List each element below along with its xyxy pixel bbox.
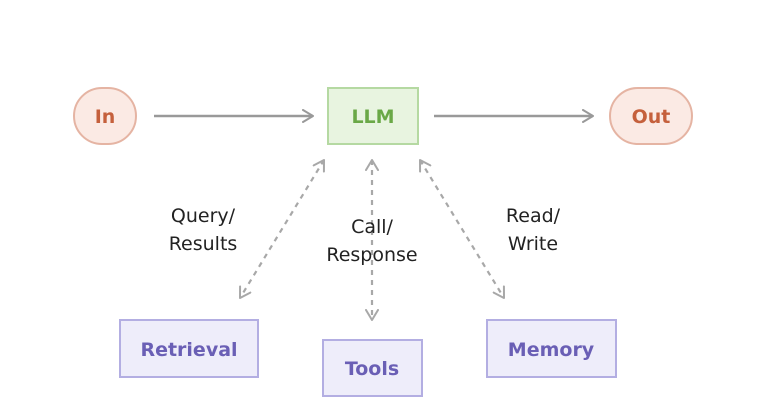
edge-label-read-write: Read/ Write bbox=[506, 205, 561, 255]
node-llm-shape bbox=[327, 87, 419, 145]
node-out-shape bbox=[609, 87, 693, 145]
node-in: In bbox=[73, 87, 137, 145]
node-tools-shape bbox=[322, 339, 423, 397]
edge-label-response-line2: Response bbox=[326, 244, 417, 266]
node-out: Out bbox=[609, 87, 693, 145]
edge-label-call-response: Call/ Response bbox=[326, 216, 417, 266]
node-retrieval-label: Retrieval bbox=[140, 339, 237, 361]
edge-label-query-line1: Query/ bbox=[171, 205, 236, 227]
node-out-label: Out bbox=[632, 106, 671, 128]
node-memory-label: Memory bbox=[508, 339, 595, 361]
node-llm: LLM bbox=[327, 87, 419, 145]
node-in-label: In bbox=[95, 106, 116, 128]
node-llm-label: LLM bbox=[351, 106, 394, 128]
edge-label-query-results: Query/ Results bbox=[169, 205, 238, 255]
arrow-llm-memory bbox=[419, 159, 505, 299]
node-tools: Tools bbox=[322, 339, 423, 397]
edge-label-read-line1: Read/ bbox=[506, 205, 561, 227]
node-memory-shape bbox=[486, 319, 617, 378]
node-tools-label: Tools bbox=[345, 358, 399, 380]
node-retrieval-shape bbox=[119, 319, 259, 378]
node-in-shape bbox=[73, 87, 137, 145]
node-retrieval: Retrieval bbox=[119, 319, 259, 378]
arrow-llm-retrieval bbox=[239, 159, 325, 299]
node-memory: Memory bbox=[486, 319, 617, 378]
edge-label-call-line1: Call/ bbox=[351, 216, 393, 238]
edge-label-write-line2: Write bbox=[508, 233, 558, 255]
edge-label-results-line2: Results bbox=[169, 233, 238, 255]
